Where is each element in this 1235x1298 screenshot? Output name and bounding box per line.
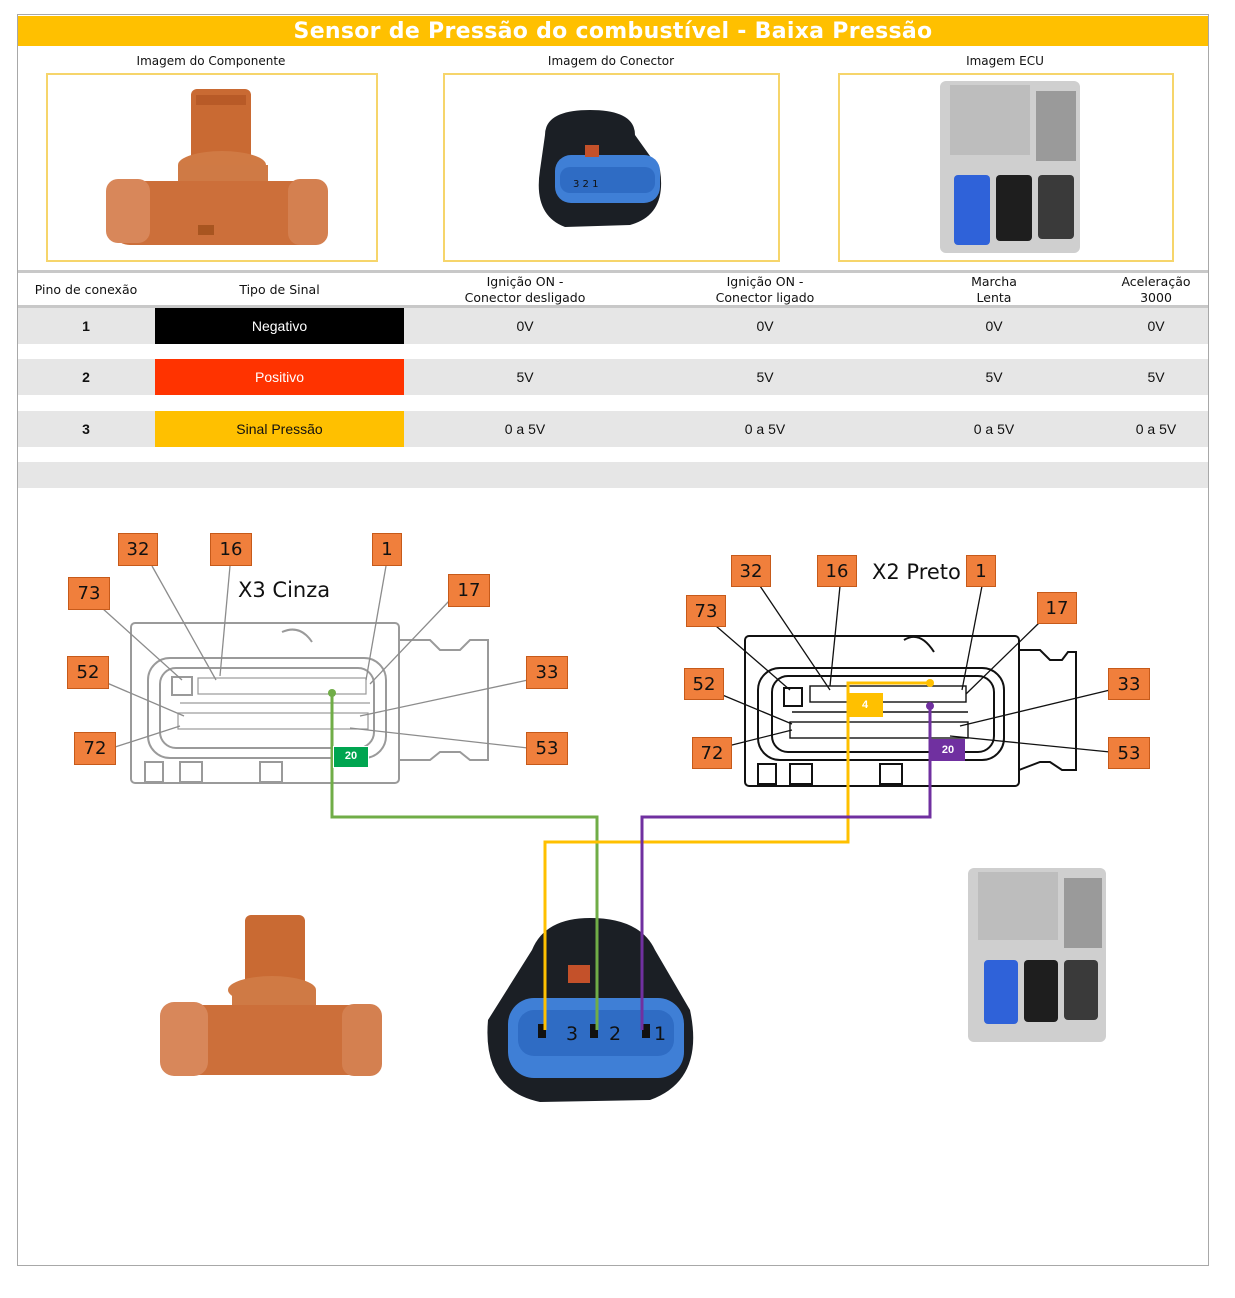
x3-pin-label: 17 <box>448 574 490 607</box>
connector-bottom-illustration: 3 2 1 <box>487 918 694 1102</box>
x2-pin-label: 52 <box>684 668 724 700</box>
row-value: 5V <box>985 369 1003 385</box>
row-value: 5V <box>516 369 534 385</box>
row-value: 0V <box>756 318 774 334</box>
header-signal: Tipo de Sinal <box>239 282 320 297</box>
purple-wire <box>640 707 932 1030</box>
x3-connector-name: X3 Cinza <box>238 578 331 602</box>
row-value: 5V <box>756 369 774 385</box>
x2-pin-label: 53 <box>1108 737 1150 769</box>
x2-pin-label: 33 <box>1108 668 1150 700</box>
connector-illustration: 3 2 1 <box>538 110 662 227</box>
x3-leader-lines <box>99 565 529 749</box>
header-accel: Aceleração 3000 <box>1121 274 1191 305</box>
table-row: 2 Positivo 5V 5V 5V 5V <box>18 359 1208 395</box>
x3-connector-drawing <box>130 622 489 784</box>
x2-connector-name: X2 Preto <box>872 560 961 584</box>
x3-pin-label: 32 <box>118 533 158 566</box>
connector-pin-1: 1 <box>654 1023 666 1045</box>
header-separator-top <box>18 270 1208 273</box>
sensor-bottom-illustration <box>160 915 382 1076</box>
row-value: 0 a 5V <box>744 421 786 437</box>
row-value: 0V <box>1147 318 1165 334</box>
row-value: 0 a 5V <box>1135 421 1177 437</box>
x2-leader-lines <box>715 585 1111 753</box>
header-idle: Marcha Lenta <box>971 274 1017 305</box>
header-separator-bottom <box>18 305 1208 308</box>
page-title: Sensor de Pressão do combustível - Baixa… <box>18 16 1208 46</box>
x2-pin-label: 73 <box>686 595 726 627</box>
table-row: 1 Negativo 0V 0V 0V 0V <box>18 308 1208 344</box>
row-value: 0 a 5V <box>504 421 546 437</box>
connector-image-box: 3 2 1 <box>443 73 780 262</box>
x3-pin-label: 16 <box>210 533 252 566</box>
x3-pin-label: 72 <box>74 732 116 765</box>
x2-pin-label: 16 <box>817 555 857 587</box>
component-image-box <box>46 73 378 262</box>
row-pin: 3 <box>82 421 90 437</box>
x3-pin-label: 1 <box>372 533 402 566</box>
page-frame <box>17 14 1209 1266</box>
x2-pin-badge: 20 <box>931 739 965 761</box>
x2-pin-label: 1 <box>966 555 996 587</box>
sensor-illustration <box>106 89 328 245</box>
x3-pin-label: 33 <box>526 656 568 689</box>
ecu-illustration <box>940 81 1080 253</box>
x3-pin-badge: 20 <box>333 746 369 768</box>
row-value: 5V <box>1147 369 1165 385</box>
green-wire <box>330 694 599 1030</box>
row-value: 0V <box>516 318 534 334</box>
x3-pin-label: 52 <box>67 656 109 689</box>
connector-pin-2: 2 <box>609 1023 621 1045</box>
row-pin: 1 <box>82 318 90 334</box>
x2-pin-badge: 4 <box>847 693 883 717</box>
row-signal: Positivo <box>155 359 404 395</box>
connector-image-caption: Imagem do Conector <box>547 54 675 68</box>
row-value: 0 a 5V <box>973 421 1015 437</box>
header-ign-off: Ignição ON - Conector desligado <box>464 274 586 305</box>
row-pin: 2 <box>82 369 90 385</box>
component-image-caption: Imagem do Componente <box>136 54 286 68</box>
ecu-image-caption: Imagem ECU <box>966 54 1044 68</box>
x2-pin-label: 72 <box>692 737 732 769</box>
table-row-empty <box>18 462 1208 488</box>
x2-connector-drawing <box>744 635 1077 787</box>
yellow-wire <box>543 681 930 1030</box>
connector-pin-3: 3 <box>566 1023 578 1045</box>
row-signal: Sinal Pressão <box>155 411 404 447</box>
x2-pin-label: 32 <box>731 555 771 587</box>
x3-pin-label: 73 <box>68 577 110 610</box>
header-pin: Pino de conexão <box>34 282 138 297</box>
x2-pin-label: 17 <box>1037 592 1077 624</box>
table-row: 3 Sinal Pressão 0 a 5V 0 a 5V 0 a 5V 0 a… <box>18 411 1208 447</box>
header-ign-on: Ignição ON - Conector ligado <box>715 274 815 305</box>
ecu-bottom-illustration <box>968 868 1106 1042</box>
svg-text:3 2 1: 3 2 1 <box>573 179 598 190</box>
row-value: 0V <box>985 318 1003 334</box>
ecu-image-box <box>838 73 1174 262</box>
x3-pin-label: 53 <box>526 732 568 765</box>
row-signal: Negativo <box>155 308 404 344</box>
